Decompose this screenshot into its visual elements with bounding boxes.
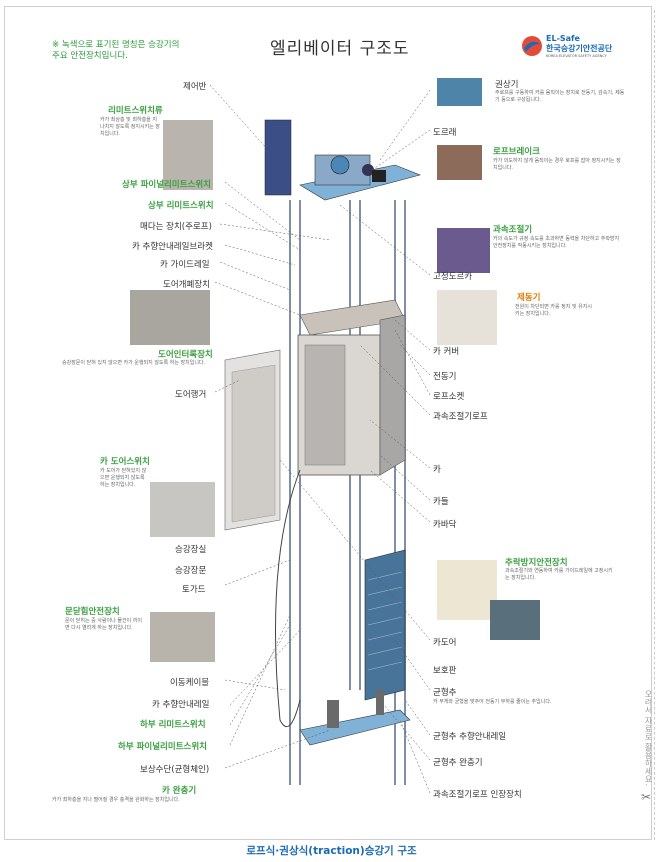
- label-door-hanger: 도어행거: [175, 390, 207, 400]
- label-governor-tension: 과속조절기로프 인장장치: [433, 790, 522, 800]
- cut-line: [654, 10, 655, 840]
- label-governor: 과속조절기: [493, 225, 533, 235]
- label-deflector-sheave: 도르래: [433, 128, 457, 138]
- desc-car-buffer: 카가 최하층을 지나 떨어질 경우 충격을 완화하는 장치입니다.: [52, 797, 180, 803]
- desc-car-door-switch: 카 도어가 닫혀있지 않으면 운행되지 않도록 하는 장치입니다.: [100, 468, 147, 488]
- label-upper-final-limit: 상부 파이널리미트스위치: [122, 180, 211, 190]
- desc-limit-switch: 카가 최상층 및 최하층을 지나치지 않도록 정지시키는 장치입니다.: [100, 117, 160, 137]
- label-hoistway-pulley: 고정도르카: [433, 272, 473, 282]
- label-rope-socket: 로프소켓: [433, 392, 465, 402]
- label-safety-gear: 추락방지안전장치: [505, 558, 568, 568]
- logo-text-3: KOREA ELEVATOR SAFETY AGENCY: [546, 54, 607, 58]
- agency-logo: EL-Safe 한국승강기안전공단 KOREA ELEVATOR SAFETY …: [520, 34, 620, 62]
- desc-door-safety: 문이 닫히는 중 사람이나 물건이 끼이면 다시 열리게 하는 장치입니다.: [65, 618, 142, 631]
- label-door-interlock: 도어인터록장치: [158, 350, 213, 360]
- label-toe-guard: 토가드: [182, 585, 206, 595]
- logo-text-1: EL-Safe: [546, 34, 580, 43]
- label-travel-cable: 이동케이블: [170, 678, 210, 688]
- header-note: ※ 녹색으로 표기된 명칭은 승강기의 주요 안전장치입니다.: [52, 40, 180, 61]
- logo-icon: [522, 36, 542, 56]
- desc-door-interlock: 승강장문이 닫혀 있지 않으면 카가 운행되지 않도록 하는 장치입니다.: [62, 360, 206, 366]
- label-car-door-switch: 카 도어스위치: [100, 457, 150, 467]
- label-rope-brake: 로프브레이크: [493, 147, 540, 157]
- desc-governor: 카의 속도가 규정 속도를 초과하면 동력을 차단하고 추락방지안전장치를 작동…: [493, 236, 620, 249]
- desc-counterweight: 카 무게와 균형을 맞추어 전동기 부하를 줄이는 추입니다.: [433, 699, 552, 705]
- label-cw-guide-rail: 균형추 추향안내레일: [433, 732, 507, 742]
- label-control-panel: 제어반: [183, 82, 207, 92]
- label-traction-machine: 권상기: [495, 80, 519, 90]
- label-compensation: 보상수단(균형체인): [140, 765, 210, 775]
- label-car-floor: 카바닥: [433, 520, 457, 530]
- label-counterweight: 균형추: [433, 688, 457, 698]
- diagram-caption: 로프식·권상식(traction)승강기 구조: [246, 845, 417, 857]
- desc-rope-brake: 카가 의도하지 않게 움직이는 경우 로프를 잡아 정지시키는 장치입니다.: [493, 158, 621, 171]
- label-car: 카: [433, 465, 441, 475]
- label-cw-buffer: 균형추 완충기: [433, 758, 483, 768]
- cut-note: 오려서 자료로 활용하세요.: [644, 690, 653, 786]
- label-car-buffer: 카 완충기: [162, 786, 197, 796]
- label-car-door2: 보호판: [433, 666, 457, 676]
- label-car-guide-rail: 카 가이드레일: [160, 260, 210, 270]
- label-lower-final-limit: 하부 파이널리미트스위치: [118, 742, 207, 752]
- label-upper-limit: 상부 리미트스위치: [148, 201, 214, 211]
- logo-text-2: 한국승강기안전공단: [546, 44, 613, 53]
- label-car-guide-rail-lower: 카 추향안내레일: [152, 700, 210, 710]
- label-hoistway-sill: 승강장실: [175, 545, 207, 555]
- label-door-closer: 도어개폐장치: [163, 280, 210, 290]
- label-car-ceiling: 전동기: [433, 372, 457, 382]
- scissors-icon: ✂: [641, 790, 652, 804]
- label-brake: 제동기: [517, 293, 541, 303]
- label-car-comp-bracket: 카 추향안내레일브라켓: [132, 242, 213, 252]
- label-lower-limit: 하부 리미트스위치: [140, 720, 206, 730]
- label-car-wall: 카들: [433, 497, 449, 507]
- label-landing-door: 승강장문: [175, 566, 207, 576]
- page-title: 엘리베이터 구조도: [270, 39, 410, 59]
- desc-safety-gear: 과속조절기와 연동하여 카를 가이드레일에 고정시키는 장치입니다.: [505, 568, 613, 581]
- desc-traction-machine: 주로프를 구동하여 카를 움직이는 장치로 전동기, 감속기, 제동기 등으로 …: [495, 90, 625, 103]
- label-limit-switch: 리미트스위치류: [108, 106, 163, 116]
- label-car-door: 카도어: [433, 638, 457, 648]
- label-door-safety: 문닫힘안전장치: [65, 607, 120, 617]
- desc-brake: 전원이 차단되면 카를 정지 및 유지시키는 장치입니다.: [515, 304, 592, 317]
- label-car-frame: 카 커버: [433, 347, 460, 357]
- label-governor-rope: 과속조절기로프: [433, 412, 488, 422]
- label-support-device: 매다는 장치(주로프): [140, 222, 212, 232]
